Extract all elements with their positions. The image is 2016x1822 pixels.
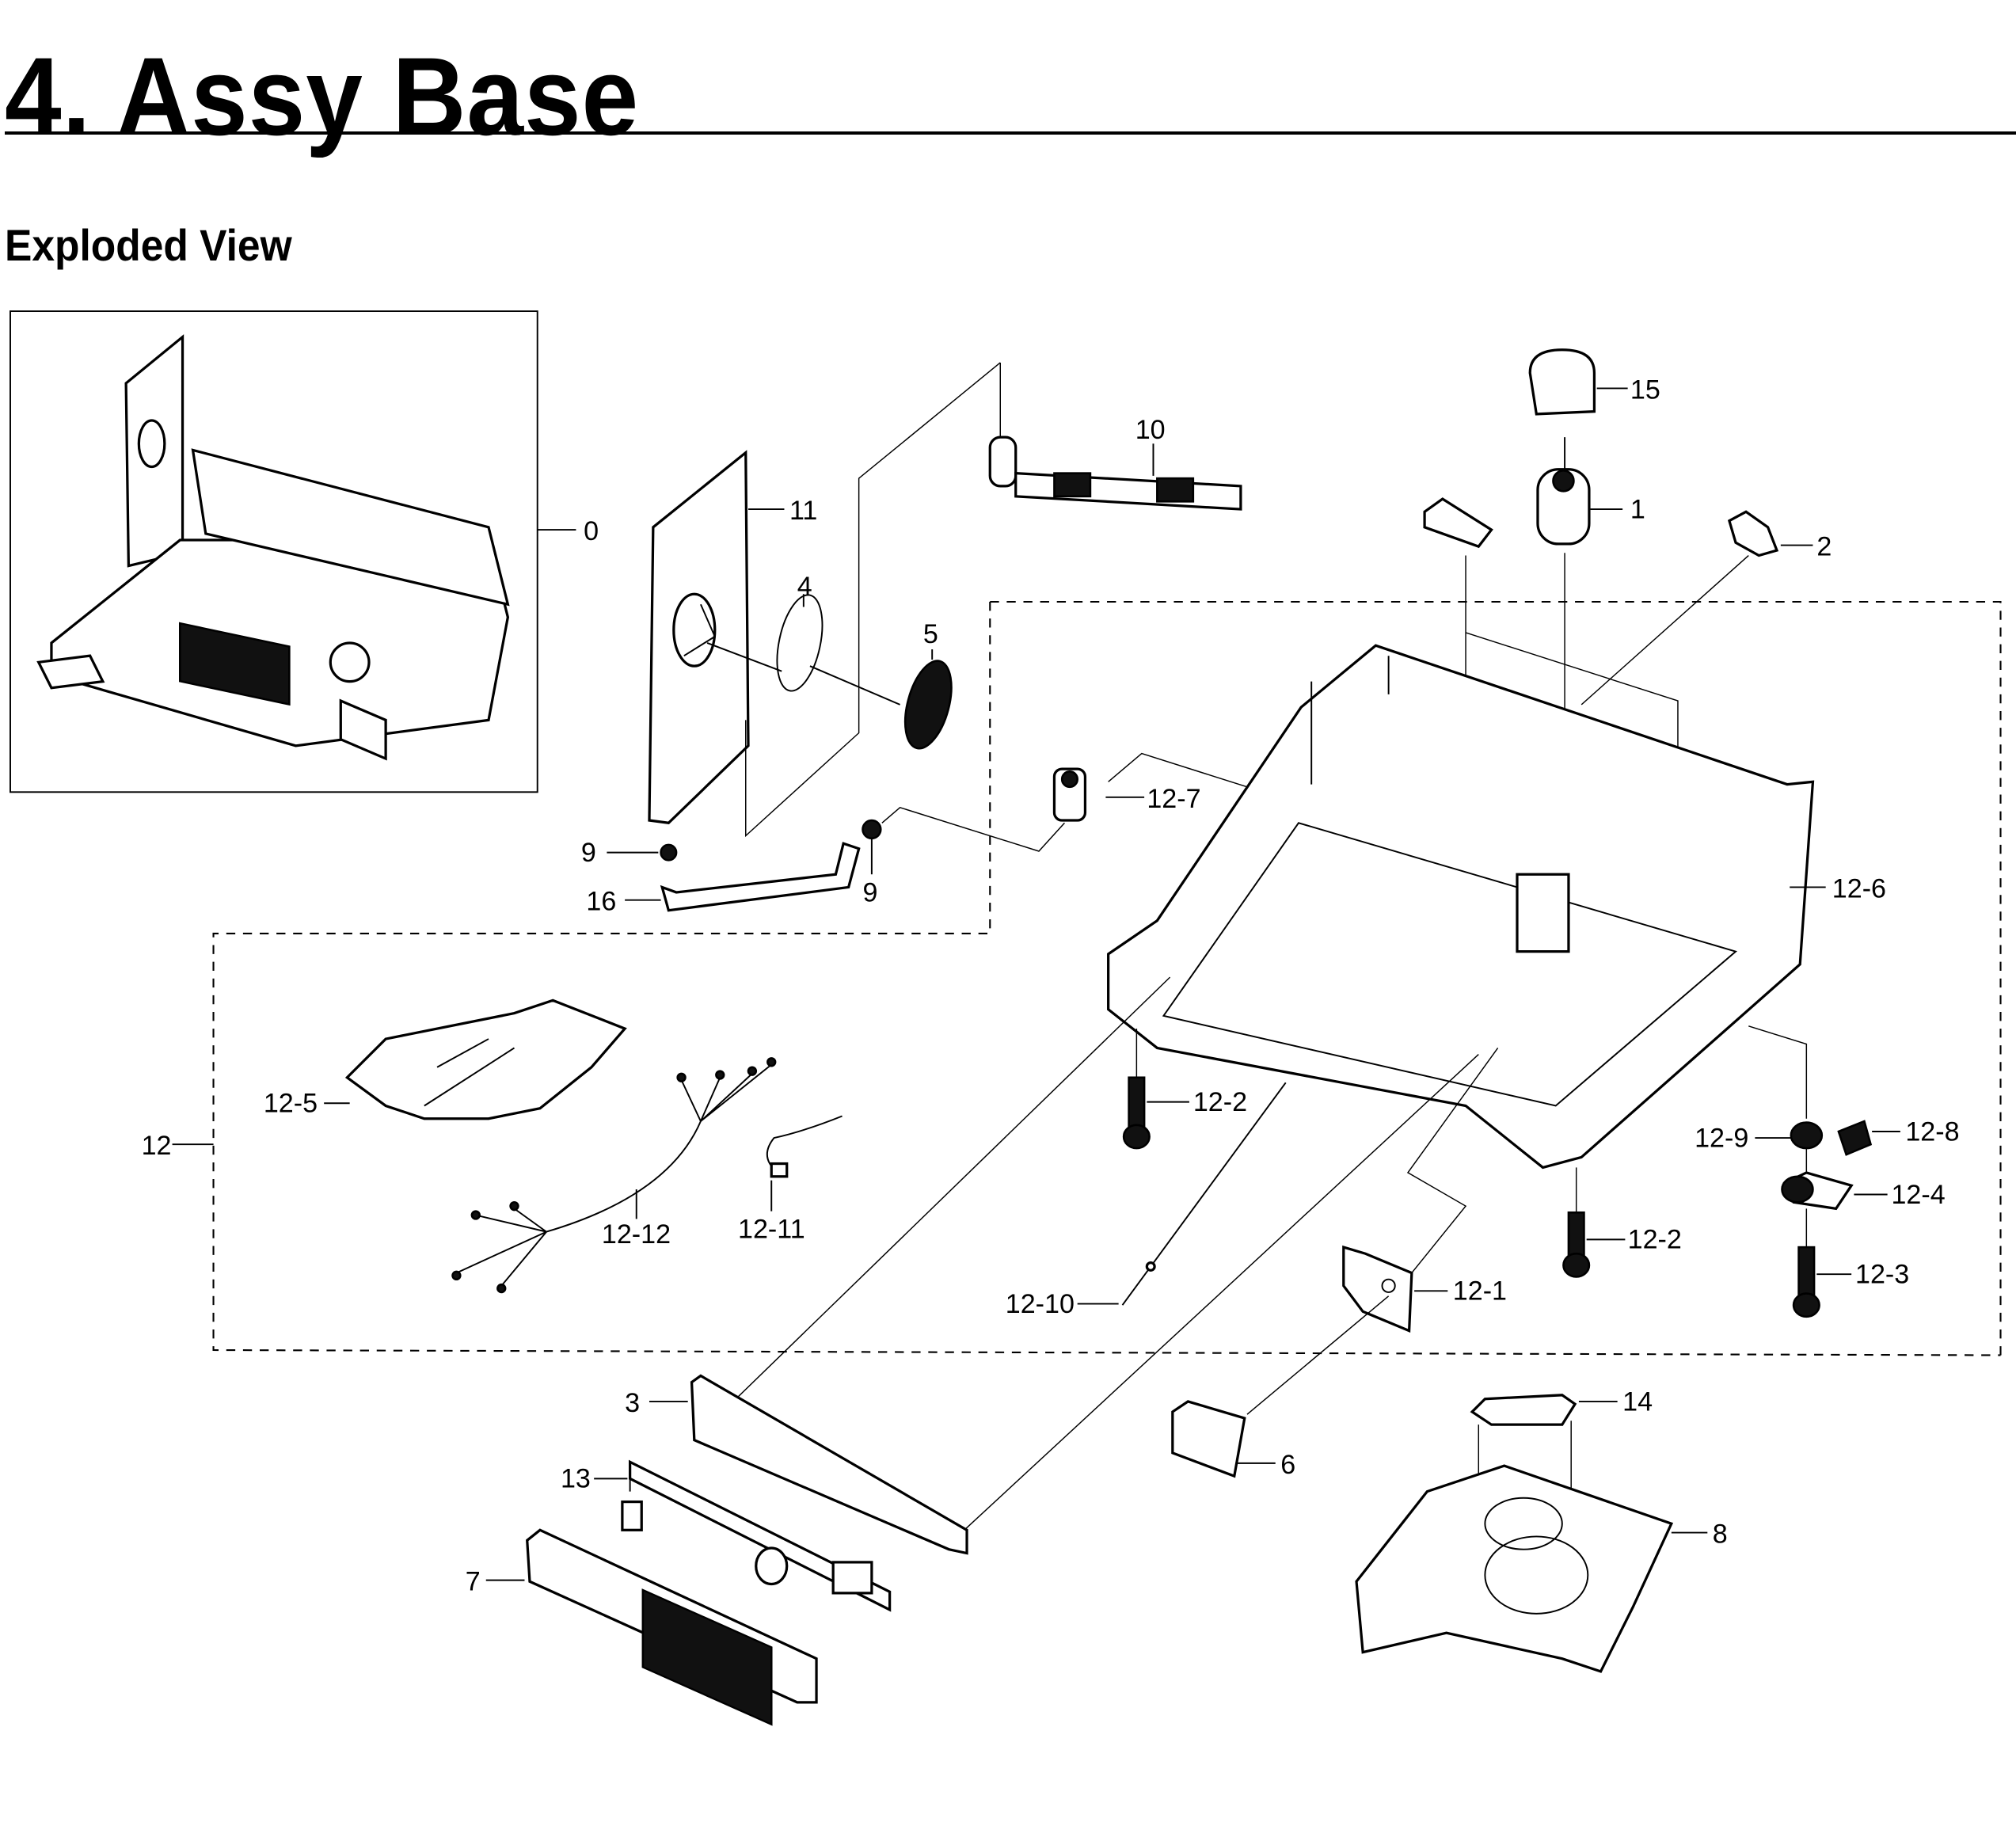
leader-3-long	[719, 976, 1171, 1415]
callout-12-8: 12-8	[1905, 1116, 1959, 1147]
part-12-10-rod: 12-10	[1006, 1082, 1287, 1319]
callout-15: 15	[1630, 375, 1660, 405]
part-6-block: 6	[1171, 1400, 1295, 1480]
callout-12-12: 12-12	[602, 1219, 671, 1250]
part-12-2b-leg: 12-2	[1562, 1167, 1682, 1278]
assembly-illustration	[36, 334, 510, 761]
callout-9a: 9	[581, 838, 596, 868]
part-12-2a-leg: 12-2	[1122, 1029, 1247, 1150]
callout-12-6: 12-6	[1832, 873, 1886, 903]
part-14-connector: 14	[1470, 1386, 1653, 1511]
part-8-base-plate: 8	[1355, 1464, 1728, 1673]
callout-12: 12	[142, 1131, 172, 1161]
callout-12-4: 12-4	[1891, 1180, 1945, 1210]
callout-0: 0	[584, 516, 599, 546]
part-12-5-bracket: 12-5	[264, 998, 627, 1120]
part-12-4-bracket: 12-4	[1781, 1148, 1946, 1211]
callout-1: 1	[1630, 494, 1645, 524]
callout-12-11: 12-11	[738, 1215, 805, 1245]
part-11-plate: 11	[648, 450, 817, 824]
group-bracket-11	[745, 362, 1001, 838]
part-13-pcb: 13	[561, 1459, 892, 1612]
callout-12-2a: 12-2	[1193, 1087, 1247, 1117]
assembly-inset: 0	[10, 310, 599, 793]
callout-12-2b: 12-2	[1628, 1225, 1682, 1255]
callout-16: 16	[586, 887, 616, 917]
part-12-1-bracket: 12-1	[1342, 1047, 1507, 1333]
part-12-8-spring: 12-8	[1837, 1116, 1960, 1156]
callout-12-1: 12-1	[1453, 1276, 1507, 1307]
part-4-o-ring: 4	[706, 572, 900, 706]
callout-12-7: 12-7	[1147, 784, 1200, 814]
leader-13-long	[964, 1054, 1479, 1531]
part-9a-clamp: 9	[581, 838, 678, 868]
callout-8: 8	[1713, 1520, 1728, 1550]
inset-frame	[10, 310, 538, 793]
callout-6: 6	[1280, 1450, 1295, 1480]
part-16-hose: 16	[586, 842, 861, 917]
filter-pad	[1423, 497, 1493, 549]
leader-6-long	[1246, 1295, 1390, 1415]
callout-9b: 9	[863, 877, 878, 907]
part-15-cap: 15	[1528, 348, 1660, 416]
group-12-dashed-boundary	[212, 600, 2002, 1356]
title-underline	[5, 131, 2016, 135]
callout-13: 13	[561, 1464, 591, 1494]
part-12-3-leg: 12-3	[1792, 1208, 1909, 1318]
part-12-11-harness: 12-11	[738, 1115, 843, 1245]
callout-14: 14	[1622, 1386, 1653, 1417]
section-title: Exploded View	[5, 220, 292, 270]
callout-12-10: 12-10	[1006, 1289, 1075, 1319]
part-7-grille: 7	[466, 1528, 818, 1726]
callout-5: 5	[923, 619, 938, 649]
callout-12-9: 12-9	[1695, 1123, 1748, 1153]
part-12-12-harness: 12-12	[451, 1057, 777, 1294]
callout-12-5: 12-5	[264, 1089, 318, 1119]
part-12-7-valve: 12-7	[1052, 752, 1402, 837]
callout-3: 3	[625, 1388, 640, 1418]
callout-7: 7	[466, 1567, 481, 1597]
part-12-6-base: 12-6	[1107, 644, 1886, 1170]
part-5-seal: 5	[903, 619, 953, 750]
part-10-hose: 10	[988, 362, 1242, 511]
part-3-panel: 3	[625, 1374, 968, 1555]
part-12-9-nut: 12-9	[1695, 1121, 1824, 1153]
callout-11: 11	[789, 496, 817, 526]
part-9b-clamp: 9	[862, 806, 1065, 907]
callout-2: 2	[1816, 532, 1832, 562]
callout-12-3: 12-3	[1855, 1260, 1909, 1290]
callout-4: 4	[797, 572, 812, 602]
part-2-clip: 2	[1580, 510, 1832, 706]
callout-10: 10	[1135, 415, 1166, 445]
